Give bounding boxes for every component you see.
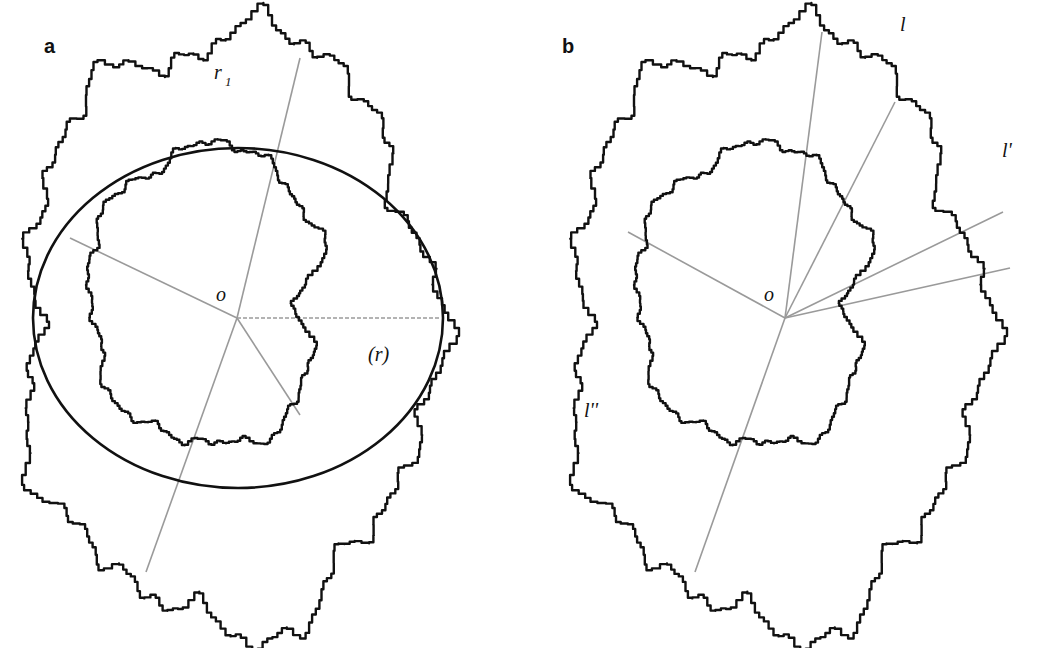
radius-line bbox=[628, 232, 785, 318]
origin-label: o bbox=[762, 284, 776, 304]
panel-letter: a bbox=[44, 36, 55, 56]
radius-line bbox=[785, 212, 1003, 318]
subscript-number: 1 bbox=[225, 75, 232, 88]
length-symbol: l bbox=[898, 14, 908, 34]
radius-lines bbox=[70, 32, 1010, 572]
radius-line bbox=[146, 318, 237, 572]
radius-line bbox=[237, 318, 300, 415]
inner-fractal-outline bbox=[86, 139, 327, 445]
radius-line bbox=[237, 317, 440, 319]
radius-line bbox=[695, 318, 785, 572]
outer-fractal-outline bbox=[570, 3, 1007, 648]
outer-fractal-outline bbox=[22, 3, 459, 648]
radius-line bbox=[785, 32, 822, 318]
radius-line bbox=[785, 102, 895, 318]
length-symbol: l' bbox=[1000, 140, 1014, 160]
radius-symbol: r bbox=[212, 62, 224, 82]
measuring-circle bbox=[33, 148, 443, 488]
radius-line bbox=[785, 268, 1010, 318]
radius-line bbox=[237, 58, 300, 318]
length-symbol: l'' bbox=[582, 400, 600, 420]
inner-fractal-outline bbox=[634, 139, 875, 445]
origin-label: o bbox=[214, 284, 228, 304]
panel-letter: b bbox=[562, 36, 574, 56]
radius-symbol: (r) bbox=[366, 344, 391, 364]
